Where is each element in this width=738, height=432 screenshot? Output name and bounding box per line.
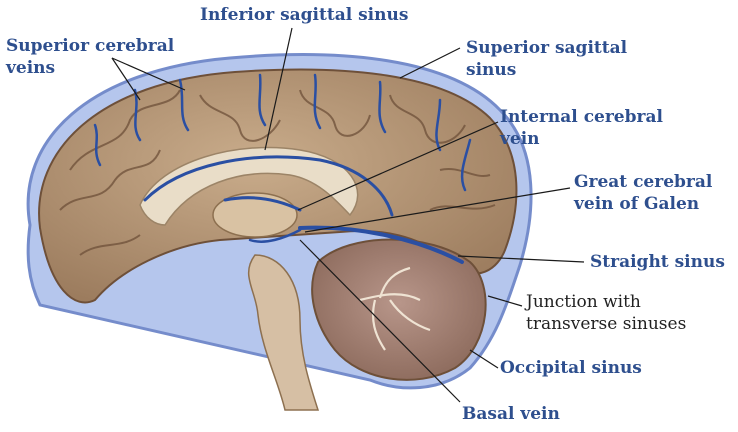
- label-great-cerebral-vein-line2: vein of Galen: [574, 194, 699, 214]
- label-basal-vein: Basal vein: [462, 404, 560, 424]
- label-great-cerebral-vein-line1: Great cerebral: [574, 172, 712, 192]
- label-superior-cerebral-veins-line1: Superior cerebral: [6, 36, 174, 56]
- label-internal-cerebral-vein-line1: Internal cerebral: [500, 107, 663, 127]
- label-junction-line1: Junction with: [526, 292, 641, 312]
- label-inferior-sagittal-sinus: Inferior sagittal sinus: [200, 5, 408, 25]
- label-superior-sagittal-sinus-line2: sinus: [466, 60, 516, 80]
- label-junction-line2: transverse sinuses: [526, 314, 686, 334]
- label-straight-sinus: Straight sinus: [590, 252, 725, 272]
- label-occipital-sinus: Occipital sinus: [500, 358, 642, 378]
- label-superior-sagittal-sinus-line1: Superior sagittal: [466, 38, 627, 58]
- label-internal-cerebral-vein-line2: vein: [500, 129, 540, 149]
- label-superior-cerebral-veins-line2: veins: [6, 58, 55, 78]
